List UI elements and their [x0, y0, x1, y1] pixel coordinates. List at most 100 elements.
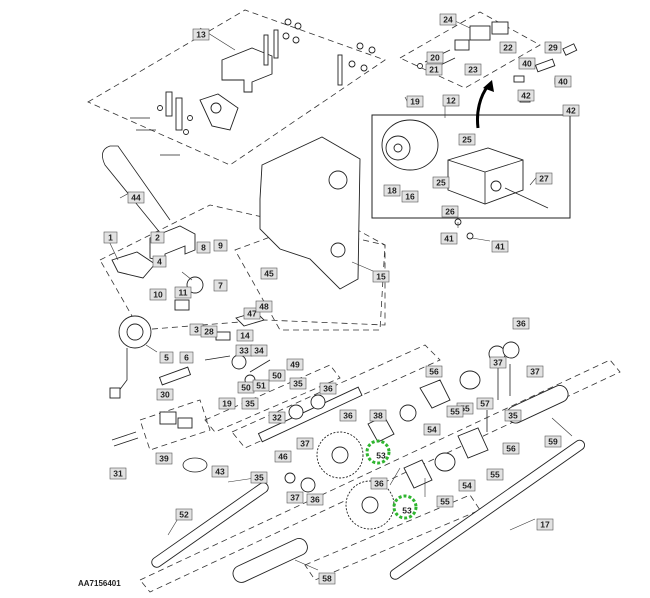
flow-arrowhead [483, 80, 494, 92]
frame-hole [330, 242, 346, 258]
callout-number: 23 [468, 65, 478, 75]
callout-number: 36 [516, 319, 526, 329]
callout-number: 53 [402, 506, 412, 516]
nut [282, 32, 290, 40]
connector [491, 21, 509, 35]
callout-12: 12 [442, 94, 460, 107]
callout-number: 9 [218, 241, 223, 251]
drive-parts [109, 225, 271, 399]
callout-box [149, 288, 167, 301]
callout-40: 40 [518, 57, 536, 70]
drive-chain-section [158, 366, 192, 386]
connector [454, 39, 470, 51]
callout-35: 35 [241, 397, 259, 410]
callout-41: 41 [440, 232, 458, 245]
callout-number: 5 [164, 353, 169, 363]
callout-number: 36 [343, 411, 353, 421]
solenoid-stem [504, 187, 549, 209]
callout-box [517, 89, 535, 102]
bearing [502, 341, 520, 359]
callout-box [213, 239, 228, 252]
washer [187, 115, 193, 121]
callout-49: 49 [286, 358, 304, 371]
valve-block [447, 147, 524, 205]
callout-20: 20 [426, 51, 444, 64]
callout-17: 17 [536, 518, 554, 531]
callout-number: 42 [566, 106, 576, 116]
callout-5: 5 [159, 351, 174, 364]
shaft-hardware-outline [204, 364, 341, 433]
shaft-17 [389, 439, 586, 580]
callout-19: 19 [218, 397, 236, 410]
callout-21: 21 [425, 63, 443, 76]
callout-box [476, 397, 494, 410]
idler-bolt [204, 355, 231, 361]
motor-center [126, 323, 144, 341]
highlight-sprocket-icon [392, 494, 418, 520]
callout-number: 12 [446, 96, 456, 106]
callout-44: 44 [127, 191, 145, 204]
callout-55: 55 [446, 405, 464, 418]
callout-box [526, 365, 544, 378]
callout-box [512, 317, 530, 330]
bolt [249, 359, 271, 373]
callout-36: 36 [306, 493, 324, 506]
callout-box [436, 495, 454, 508]
callout-box [369, 409, 387, 422]
strap [273, 29, 279, 59]
callout-36: 36 [512, 317, 530, 330]
callout-box [286, 358, 304, 371]
callout-box [423, 423, 441, 436]
sprocket-shaft-assembly [257, 386, 395, 530]
callout-number: 45 [264, 269, 274, 279]
callout-number: 54 [462, 481, 472, 491]
plate-hole [210, 102, 222, 114]
figure-id-label: AA7156401 [78, 579, 121, 588]
callout-number: 34 [254, 346, 264, 356]
callout-35: 35 [504, 409, 522, 422]
callout-box [544, 435, 562, 448]
callout-number: 19 [410, 97, 420, 107]
callout-number: 25 [436, 178, 446, 188]
connector [469, 25, 491, 41]
callout-23: 23 [464, 63, 482, 76]
callout-number: 19 [222, 399, 232, 409]
callout-box [491, 240, 509, 253]
callout-4: 4 [152, 255, 167, 268]
callout-18: 18 [383, 184, 401, 197]
callout-box [159, 351, 174, 364]
callout-42: 42 [562, 104, 580, 117]
callout-box [196, 241, 211, 254]
callout-box [318, 572, 336, 585]
callout-number: 51 [256, 381, 266, 391]
callout-41: 41 [491, 240, 509, 253]
callout-number: 30 [160, 390, 170, 400]
frame-plate [259, 136, 361, 290]
callout-box [458, 133, 476, 146]
callout-box [241, 397, 259, 410]
callout-number: 36 [323, 384, 333, 394]
callout-box [442, 94, 460, 107]
valve-port [490, 180, 502, 192]
callout-14: 14 [236, 329, 254, 342]
callout-56: 56 [425, 365, 443, 378]
coupling [174, 299, 190, 311]
strap [337, 54, 343, 86]
callout-box [243, 307, 261, 320]
callout-box [440, 232, 458, 245]
callout-number: 35 [245, 399, 255, 409]
callout-number: 48 [259, 302, 269, 312]
callout-number: 8 [201, 243, 206, 253]
harness-group-outline [139, 399, 211, 451]
callout-number: 31 [113, 469, 123, 479]
right-bearing-assemblies [367, 341, 520, 489]
callout-number: 3 [194, 325, 199, 335]
mount-plate [111, 251, 156, 279]
callout-50: 50 [237, 381, 255, 394]
callout-42: 42 [517, 89, 535, 102]
callout-number: 44 [131, 193, 141, 203]
callout-box [499, 41, 517, 54]
callout-number: 59 [548, 437, 558, 447]
motor-shaft [393, 143, 403, 153]
callout-box [536, 518, 554, 531]
